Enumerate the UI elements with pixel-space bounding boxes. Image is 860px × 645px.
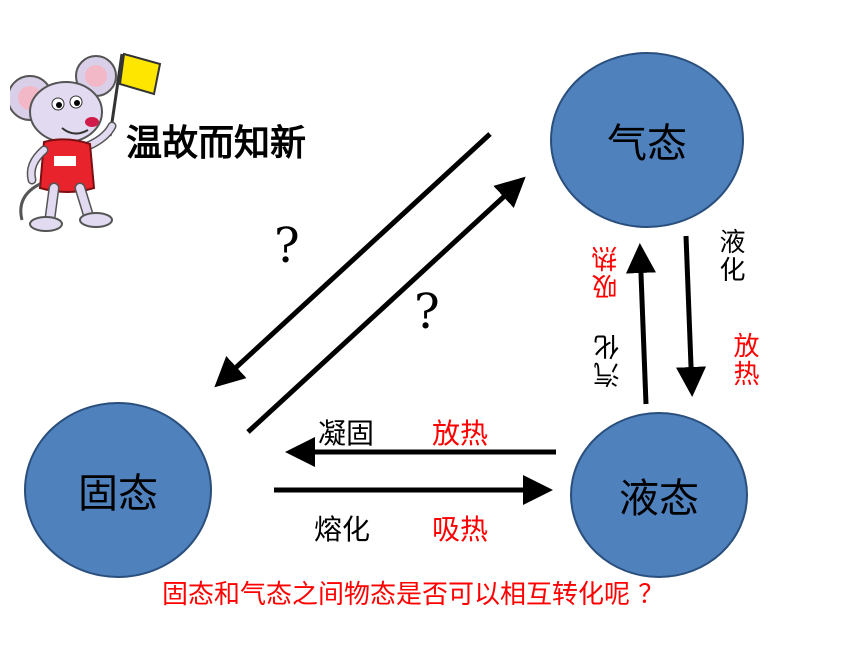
liquefaction-heat-label: 放热 [729,332,759,388]
liquefaction-label: 液化 [715,228,745,284]
node-gas-label: 气态 [607,121,687,167]
bottom-question: 固态和气态之间物态是否可以相互转化呢 ？ [162,580,665,610]
melting-label: 熔化 [314,513,371,546]
node-gas: 气态 [550,52,744,228]
melting-heat-label: 吸热 [432,513,489,546]
mouse-mascot-icon [10,52,162,232]
arrow-gas-to-liquid [676,235,707,397]
node-liquid: 液态 [570,412,748,578]
question-mark-solid-to-gas: ? [414,284,440,340]
solidification-label: 凝固 [318,417,375,450]
node-liquid-label: 液态 [619,476,699,522]
slide-title: 温故而知新 [126,123,307,164]
arrow-liquid-to-gas [625,243,656,405]
node-solid-label: 固态 [78,471,158,517]
solidification-heat-label: 放热 [432,417,489,450]
question-mark-gas-to-solid: ? [274,218,300,274]
vaporization-label: 汽化 [594,332,624,388]
arrow-gas-to-solid [214,132,492,388]
vaporization-heat-label: 吸热 [592,244,622,300]
node-solid: 固态 [24,402,212,578]
arrow-solid-to-gas [246,176,526,434]
